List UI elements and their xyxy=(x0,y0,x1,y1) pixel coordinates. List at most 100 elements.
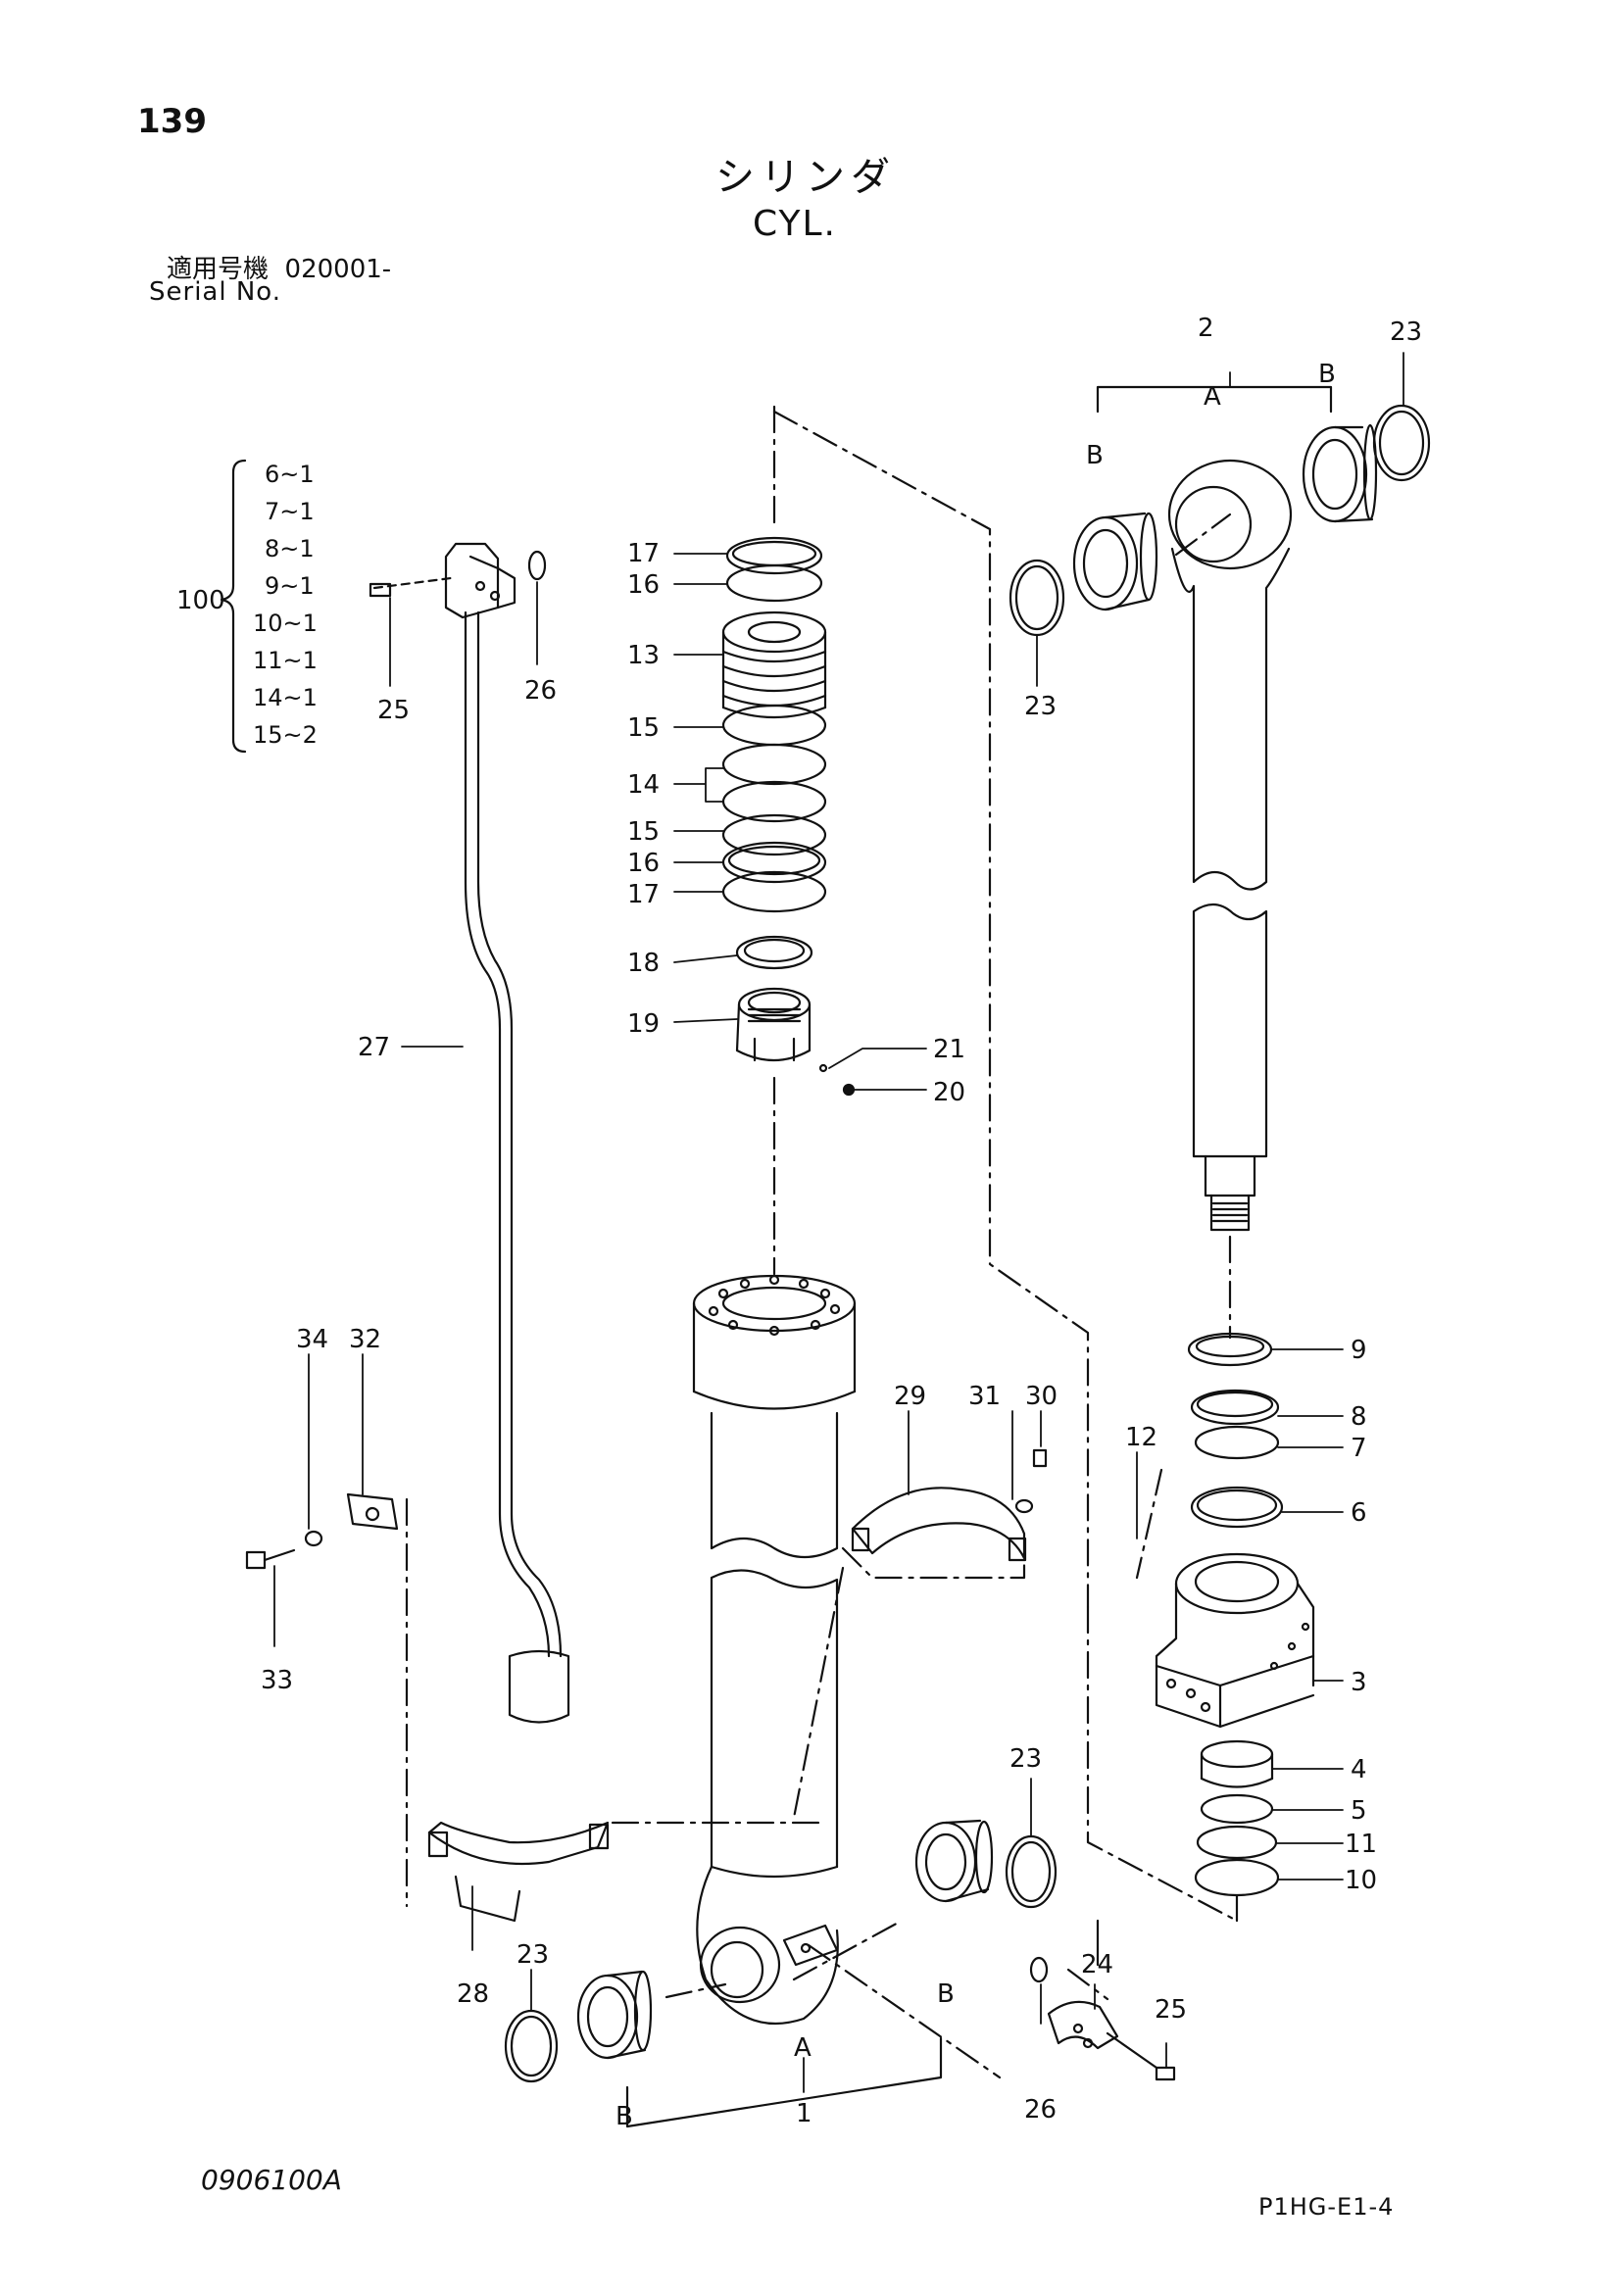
serial-label: 適用号機 020001- xyxy=(167,249,391,285)
callout-7: 7 xyxy=(1351,1434,1367,1463)
callout-31: 31 xyxy=(968,1382,1002,1411)
title-english: CYL. xyxy=(753,204,837,244)
callout-15-top: 15 xyxy=(627,713,661,743)
bushing-b-tube-left xyxy=(576,1970,653,2060)
callout-28: 28 xyxy=(457,1979,490,2009)
ring-11 xyxy=(1196,1825,1278,1860)
callout-34: 34 xyxy=(296,1325,329,1354)
cylinder-head-3 xyxy=(1155,1552,1315,1729)
ring-16-bottom xyxy=(721,841,827,884)
callout-24: 24 xyxy=(1081,1950,1114,1979)
piston-rod-eye xyxy=(1167,459,1293,891)
dust-seal-23-left xyxy=(1009,559,1065,637)
dust-seal-23-top-right xyxy=(1372,404,1431,482)
ring-17-top xyxy=(725,536,823,575)
callout-19: 19 xyxy=(627,1009,661,1039)
cylinder-tube-1 xyxy=(692,1274,857,2026)
callout-23-tube-left: 23 xyxy=(517,1940,550,1970)
callout-13: 13 xyxy=(627,641,661,670)
head-bracket-line xyxy=(1096,1894,1239,1967)
callout-letter-b-tube-right: B xyxy=(937,1979,955,2009)
ring-7 xyxy=(1194,1425,1280,1460)
callout-14: 14 xyxy=(627,770,661,800)
bolt-25-bottom xyxy=(1106,2031,1176,2081)
ring-10 xyxy=(1194,1858,1280,1897)
callout-6: 6 xyxy=(1351,1498,1367,1528)
rod-eye-bushing-b-right xyxy=(1302,423,1378,523)
pipe-flange-fitting xyxy=(444,542,517,619)
screw-30 xyxy=(1032,1448,1048,1468)
kit-item: 10~1 xyxy=(253,610,318,637)
ring-15-bottom xyxy=(721,813,827,856)
callout-12: 12 xyxy=(1125,1423,1158,1452)
kit-item: 7~1 xyxy=(265,498,315,525)
dust-seal-23-tube-right xyxy=(1005,1834,1058,1909)
callout-5: 5 xyxy=(1351,1796,1367,1826)
serial-label-jp: 適用号機 xyxy=(167,255,270,284)
o-ring-26-bottom xyxy=(1029,1956,1049,1983)
callout-8: 8 xyxy=(1351,1402,1367,1432)
callout-17-top: 17 xyxy=(627,539,661,568)
callout-26-bottom: 26 xyxy=(1024,2095,1058,2125)
rod-eye-bushing-b-left xyxy=(1072,512,1158,611)
leader-lines xyxy=(273,352,1404,2093)
steel-ball-20 xyxy=(842,1083,856,1097)
callout-23-rod-left: 23 xyxy=(1024,692,1058,721)
callout-2: 2 xyxy=(1198,314,1214,343)
title-japanese: シリンダ xyxy=(715,155,896,200)
pipe-27 xyxy=(464,611,570,1724)
o-ring-26-top xyxy=(527,550,547,581)
ring-16-top xyxy=(725,563,823,603)
clamp-24 xyxy=(1047,2000,1119,2050)
kit-item: 6~1 xyxy=(265,461,315,488)
serial-label-en: Serial No. xyxy=(149,277,281,307)
callout-26-top: 26 xyxy=(524,676,558,706)
o-ring-6 xyxy=(1190,1486,1284,1529)
set-screw-21 xyxy=(818,1063,828,1073)
callout-33: 33 xyxy=(261,1666,294,1695)
bolt-33 xyxy=(245,1548,296,1570)
drawing-id: 0906100A xyxy=(201,2164,342,2196)
callout-23-tube-right: 23 xyxy=(1009,1744,1043,1774)
callout-29: 29 xyxy=(894,1382,927,1411)
seal-8 xyxy=(1190,1389,1280,1426)
callout-11: 11 xyxy=(1345,1830,1378,1859)
callout-20: 20 xyxy=(933,1078,966,1107)
callout-17-bottom: 17 xyxy=(627,880,661,909)
rod-bracket-line xyxy=(1096,385,1333,414)
callout-letter-a-tube: A xyxy=(794,2033,812,2063)
callout-21: 21 xyxy=(933,1035,966,1064)
kit-brace xyxy=(220,459,247,754)
bushing-4 xyxy=(1200,1739,1274,1788)
serial-value: 020001- xyxy=(284,255,392,284)
callout-18: 18 xyxy=(627,949,661,978)
callout-letter-a-rod: A xyxy=(1204,382,1221,412)
tube-bracket-b xyxy=(625,2036,943,2128)
piston-13 xyxy=(721,611,827,719)
callout-16-bottom: 16 xyxy=(627,849,661,878)
bushing-b-tube-right xyxy=(914,1819,994,1903)
cushion-ring-18 xyxy=(735,935,813,970)
nut-19 xyxy=(735,987,812,1062)
kit-number: 100 xyxy=(176,586,225,615)
kit-item: 8~1 xyxy=(265,535,315,562)
callout-10: 10 xyxy=(1345,1866,1378,1895)
bolt-25-top xyxy=(369,576,453,598)
callout-16-top: 16 xyxy=(627,570,661,600)
callout-letter-b-rod-left: B xyxy=(1086,441,1104,470)
callout-25-bottom: 25 xyxy=(1155,1995,1188,2025)
clamp-28 xyxy=(427,1821,610,1923)
ring-5 xyxy=(1200,1793,1274,1825)
callout-23-top-right: 23 xyxy=(1390,318,1423,347)
ring-15-top xyxy=(721,704,827,747)
callout-letter-b-tube-left: B xyxy=(615,2102,633,2131)
callout-32: 32 xyxy=(349,1325,382,1354)
callout-9: 9 xyxy=(1351,1336,1367,1365)
callout-30: 30 xyxy=(1025,1382,1058,1411)
callout-15-bottom: 15 xyxy=(627,817,661,847)
callout-25-top: 25 xyxy=(377,696,411,725)
callout-letter-b-rod-right: B xyxy=(1318,360,1336,389)
dust-seal-23-tube-left xyxy=(504,2009,559,2083)
